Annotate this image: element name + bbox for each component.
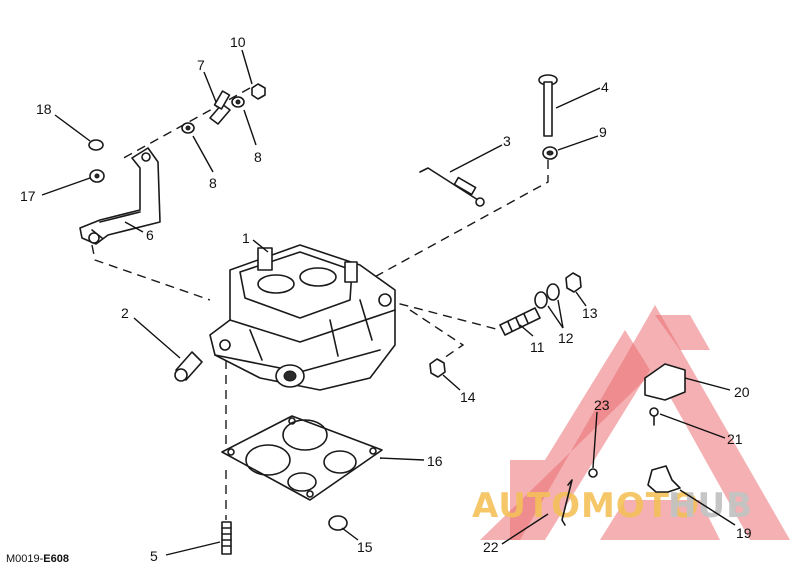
leader-20 [684,377,731,391]
callout-11: 11 [530,339,545,355]
leader-23 [592,411,598,469]
callout-19: 19 [736,525,752,541]
part-6-bracket [79,147,161,245]
callout-1: 1 [242,230,250,246]
callout-18: 18 [36,101,52,117]
figure-code-prefix: M0019- [6,553,44,565]
callout-23: 23 [594,397,610,413]
part-11-stud [499,307,541,336]
figure-code-suffix: E608 [43,553,69,565]
callout-4: 4 [601,79,609,95]
leader-22 [501,513,549,545]
leader-10 [241,49,253,85]
guide-line-bolt [359,160,549,286]
leader-12a [547,305,564,329]
callout-10: 10 [230,34,246,50]
leader-lines [41,49,736,556]
part-16-gasket [221,415,383,501]
part-3-link-rod [419,167,485,207]
part-8-washer-a [181,122,195,134]
part-22-rod [561,479,573,526]
callout-17: 17 [20,188,36,204]
part-19-clamp [647,465,681,493]
callout-3: 3 [503,133,511,149]
watermark-word-hub: HUB [668,486,753,526]
part-14-nut [429,358,446,378]
leader-1 [252,239,269,253]
callout-13: 13 [582,305,598,321]
part-21-screw [649,407,659,426]
leader-21 [659,413,726,439]
figure-code: M0019-E608 [6,553,69,565]
guide-line-nut [409,309,465,361]
leader-17 [41,177,91,196]
part-20-housing [644,363,686,401]
callout-5: 5 [150,548,158,564]
callout-7: 7 [197,57,205,73]
callout-2: 2 [121,305,129,321]
leader-7 [203,71,217,103]
leader-12b [557,299,564,329]
part-17-bushing [89,169,105,183]
part-18-clip [88,139,104,151]
part-23-clip [588,468,598,478]
callout-21: 21 [727,431,743,447]
leader-2 [133,317,181,359]
leader-8b [243,109,257,146]
part-9-washer [542,146,558,160]
part-15-plug [328,515,348,531]
part-4-bolt [538,74,558,137]
leader-11 [519,324,534,337]
leader-18 [54,114,91,142]
leader-8a [192,135,214,173]
callout-20: 20 [734,384,750,400]
part-13-nut [565,272,582,293]
part-10-nut [251,83,266,100]
leader-6 [124,221,144,233]
part-2-plug [174,351,203,382]
guide-line-stud [384,299,501,331]
callout-12: 12 [558,330,574,346]
leader-16 [379,457,425,461]
callout-8a: 8 [209,175,217,191]
part-8-washer-b [231,96,245,108]
callout-6: 6 [146,227,154,243]
callout-8b: 8 [254,149,262,165]
part-7-shaft [209,90,231,125]
leader-13 [575,291,587,307]
watermark-logo: AUTOMOTO HUB [472,305,790,540]
leader-15 [341,527,359,541]
leader-9 [557,135,599,151]
leader-3 [449,144,503,173]
leader-4 [555,87,601,109]
guide-line-bracket [91,244,211,301]
part-5-stud [221,521,232,555]
callout-9: 9 [599,124,607,140]
callout-15: 15 [357,539,373,555]
leader-14 [442,374,461,391]
assembly-guide-lines [91,87,549,520]
leader-19 [679,489,736,526]
callout-16: 16 [427,453,443,469]
part-12-washers [534,283,560,309]
carburetor-body [209,244,396,391]
leader-5 [165,541,221,556]
callout-22: 22 [483,539,499,555]
watermark-triangle-icon [480,305,790,540]
guide-line-linkage [119,87,251,161]
callout-14: 14 [460,389,476,405]
callout-numbers: 1 2 3 4 5 6 7 8 8 9 10 11 12 13 14 15 16… [20,34,752,564]
